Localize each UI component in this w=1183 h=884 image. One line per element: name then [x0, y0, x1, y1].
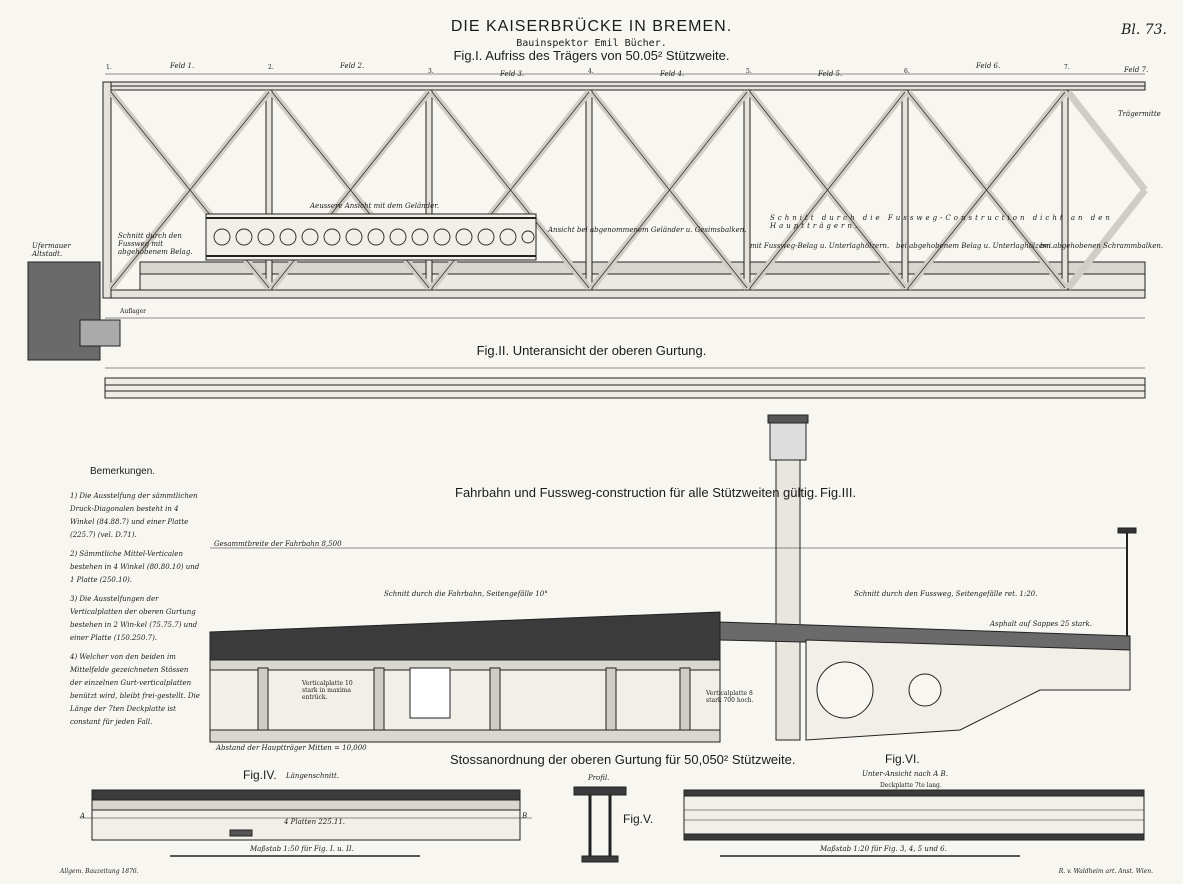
field-label: Feld 1.: [170, 62, 195, 70]
fig6-subtitle: Unter-Ansicht nach A B.: [862, 770, 948, 778]
remark-item: 2) Sämmtliche Mittel-Verticalen bestehen…: [70, 550, 200, 584]
fig6-scale: Maßstab 1:20 für Fig. 3, 4, 5 und 6.: [820, 845, 947, 853]
fig5-subtitle: Profil.: [588, 774, 610, 782]
truss-center-label: Trägermitte: [1118, 110, 1161, 118]
plate-number: Bl. 73.: [1121, 22, 1167, 38]
fig4-title: Fig.IV.: [243, 768, 277, 782]
drawing-title: DIE KAISERBRÜCKE IN BREMEN.: [450, 18, 733, 35]
section-label: Schnitt durch die Fussweg-Construction d…: [770, 214, 1113, 230]
fig3-label: Fig.III.: [820, 485, 857, 500]
field-label: Feld 3.: [500, 70, 525, 78]
node-label: 2.: [268, 64, 274, 71]
section-label: mit Fussweg-Belag u. Unterlaghölzern.: [750, 242, 890, 250]
fig4-subtitle: Längenschnitt.: [286, 772, 340, 780]
footer-publication: Allgem. Bauzeitung 1876.: [60, 868, 139, 875]
bearing-label: Auflager: [120, 308, 147, 315]
fig1-truss: [27, 73, 1148, 361]
asphalt-label: Asphalt auf Sappes 25 stark.: [990, 620, 1092, 628]
section-label: bei abgehobenen Schrammbalken.: [1040, 242, 1164, 250]
fig6-bottom-view: [683, 789, 1145, 857]
author-line: Bauinspektor Emil Bücher.: [516, 38, 667, 49]
deck-label: Deckplatte 7te lang.: [880, 782, 942, 789]
section-label: Ansicht bei abgenommenem Geländer u. Ges…: [548, 226, 747, 234]
plates-label: 4 Platten 225.11.: [284, 818, 346, 826]
spacing-label: Abstand der Hauptträger Mitten = 10,000: [216, 744, 367, 752]
railing: [205, 213, 537, 261]
section-label: bei abgehobenem Belag u. Unterlaghölzern…: [896, 242, 1054, 250]
stoss-title: Stossanordnung der oberen Gurtung für 50…: [450, 752, 796, 767]
plate-label: Verticalplatte 8 stark 700 hoch.: [706, 690, 754, 704]
point-a: A: [80, 812, 86, 820]
footer-printer: R. v. Waldheim art. Anst. Wien.: [1058, 868, 1153, 875]
fig2-title: Fig.II. Unteransicht der oberen Gurtung.: [476, 343, 707, 358]
plate-label: Verticalplatte 10 stark in maxima entrüc…: [302, 680, 353, 701]
foot-section-label: Schnitt durch den Fussweg, Seitengefälle…: [854, 590, 1038, 598]
remark-item: 3) Die Ausstelfungen der Verticalplatten…: [70, 595, 198, 642]
fig1-title: Fig.I. Aufriss des Trägers von 50.05² St…: [453, 48, 730, 63]
fig5-title: Fig.V.: [623, 812, 654, 826]
node-label: 4.: [588, 68, 594, 75]
fig2-bottom-view: [104, 367, 1146, 399]
node-label: 1.: [106, 64, 112, 71]
field-label: Feld 5.: [818, 70, 843, 78]
remark-item: 1) Die Ausstelfung der sämmtlichen Druck…: [70, 492, 198, 539]
point-b: B: [522, 812, 528, 820]
road-section-label: Schnitt durch die Fahrbahn, Seitengefäll…: [384, 590, 548, 598]
node-label: 3.: [428, 68, 434, 75]
node-label: 5.: [746, 68, 752, 75]
abutment: [27, 261, 121, 361]
fig6-title: Fig.VI.: [885, 752, 920, 766]
fig5-profile: [573, 786, 627, 863]
field-label: Feld 7.: [1124, 66, 1149, 74]
remarks-title: Bemerkungen.: [90, 466, 156, 477]
remarks-block: Bemerkungen. 1) Die Ausstelfung der sämm…: [70, 465, 200, 735]
field-label: Feld 2.: [340, 62, 365, 70]
fig3-title: Fahrbahn und Fussweg-construction für al…: [455, 485, 818, 500]
fig3-cross-section: [209, 414, 1137, 743]
field-label: Feld 4.: [660, 70, 685, 78]
node-label: 6.: [904, 68, 910, 75]
width-label: Gesammtbreite der Fahrbahn 8,500: [214, 540, 342, 548]
railing-label: Aeussere Ansicht mit dem Geländer.: [310, 202, 440, 210]
abutment-label: Ufermauer Altstadt.: [32, 242, 71, 258]
remark-item: 4) Welcher von den beiden im Mittelfelde…: [70, 653, 200, 726]
fig4-scale: Maßstab 1:50 für Fig. I. u. II.: [250, 845, 354, 853]
field-label: Feld 6.: [976, 62, 1001, 70]
section-label: Schnitt durch den Fussweg mit abgehobene…: [118, 232, 193, 256]
fig4-longitudinal: [80, 789, 532, 857]
node-label: 7.: [1064, 64, 1070, 71]
